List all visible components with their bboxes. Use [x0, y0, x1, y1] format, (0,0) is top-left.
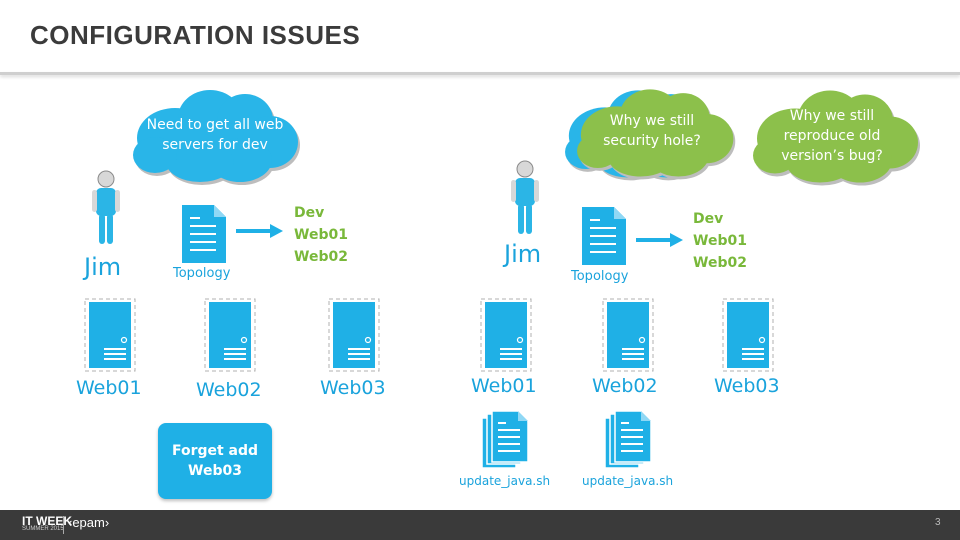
server-label-web02-left: Web02	[196, 379, 262, 401]
epam-logo: ‹epam›	[68, 515, 110, 530]
server-icon	[204, 298, 256, 372]
document-icon	[180, 203, 228, 265]
note-line1: Forget add	[171, 443, 259, 459]
cloud-middle-line2: security hole?	[603, 133, 701, 149]
cloud-left-line2: servers for dev	[162, 137, 268, 153]
server-label-web02-right: Web02	[592, 375, 658, 397]
topology-label-left: Topology	[173, 266, 231, 281]
cloud-right-line1: Why we still	[789, 108, 875, 124]
dev-label: Dev	[294, 205, 325, 221]
server-icon	[480, 298, 532, 372]
cloud-right-line3: version’s bug?	[781, 148, 883, 164]
thought-cloud-left: Need to get all web servers for dev	[115, 80, 305, 190]
person-name-right: Jim	[504, 240, 542, 268]
footer-bar	[0, 510, 960, 540]
dev-list-right: Dev Web01 Web02	[693, 208, 747, 274]
server-label-web03-right: Web03	[714, 375, 780, 397]
dev-label: Dev	[693, 211, 724, 227]
server-icon	[722, 298, 774, 372]
dev-web01: Web01	[294, 227, 348, 243]
person-name-left: Jim	[84, 253, 122, 281]
server-icon	[602, 298, 654, 372]
dev-list-left: Dev Web01 Web02	[294, 202, 348, 268]
note-line2: Web03	[188, 463, 242, 479]
person-icon	[511, 160, 539, 238]
cloud-left-line1: Need to get all web	[146, 117, 284, 133]
footer-divider	[63, 516, 64, 534]
server-icon	[84, 298, 136, 372]
page-title: CONFIGURATION ISSUES	[30, 20, 361, 50]
document-icon	[580, 205, 628, 267]
footer-brand-subtitle: SUMMER 2015	[22, 526, 64, 532]
server-label-web01-right: Web01	[471, 375, 537, 397]
server-icon	[328, 298, 380, 372]
page-number: 3	[935, 517, 941, 528]
arrow-right-icon	[636, 232, 684, 248]
script-label-2: update_java.sh	[582, 474, 674, 488]
footer-brand: IT WEEK	[22, 514, 72, 528]
dev-web02: Web02	[294, 249, 348, 265]
cloud-middle-line1: Why we still	[609, 113, 695, 129]
server-label-web03-left: Web03	[320, 377, 386, 399]
thought-cloud-green-middle: Why we still security hole?	[560, 78, 740, 186]
server-label-web01-left: Web01	[76, 377, 142, 399]
cloud-right-line2: reproduce old	[783, 128, 881, 144]
arrow-right-icon	[236, 223, 284, 239]
script-label-1: update_java.sh	[459, 474, 551, 488]
topology-label-right: Topology	[571, 269, 629, 284]
script-file-icon	[480, 410, 532, 470]
title-divider	[0, 72, 960, 75]
script-file-icon	[603, 410, 655, 470]
person-icon	[92, 170, 120, 248]
thought-cloud-green-right: Why we still reproduce old version’s bug…	[735, 78, 925, 193]
dev-web02: Web02	[693, 255, 747, 271]
dev-web01: Web01	[693, 233, 747, 249]
forget-web03-note: Forget add Web03	[158, 423, 272, 499]
